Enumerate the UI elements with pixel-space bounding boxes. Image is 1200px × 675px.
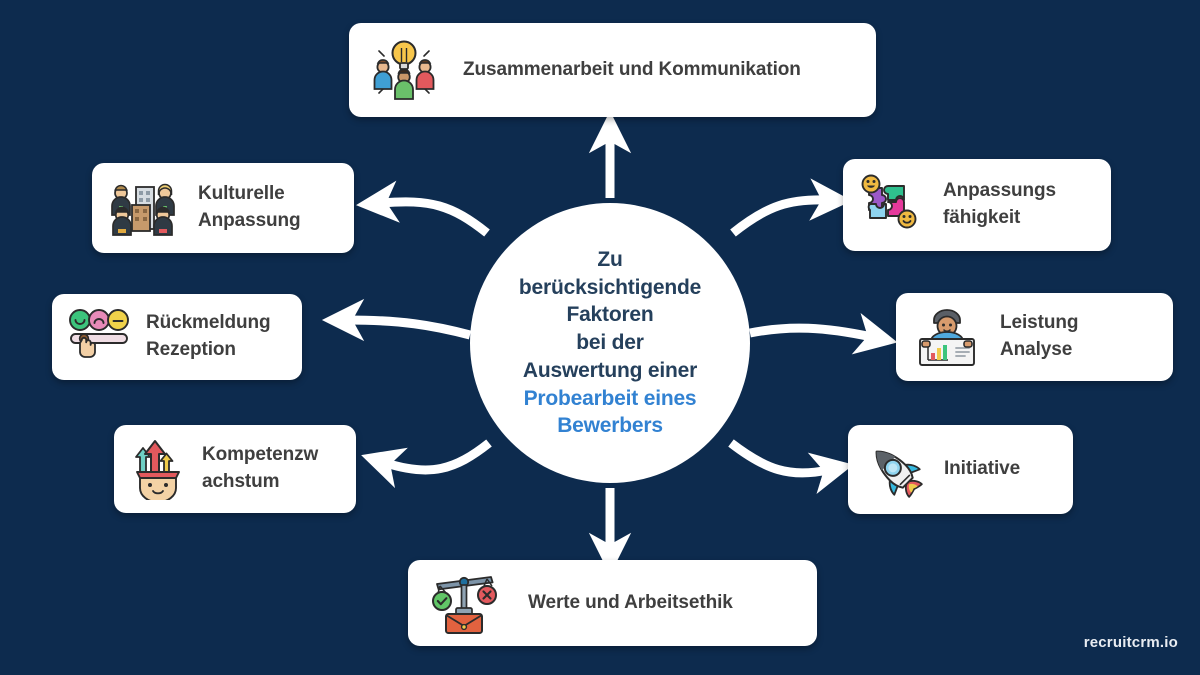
- card-adaptability-line2: fähigkeit: [943, 207, 1021, 228]
- center-line-7: Bewerbers: [557, 414, 663, 438]
- watermark-recruitcrm: recruitcrm.io: [1083, 634, 1178, 651]
- card-skill-growth-line2: achstum: [202, 471, 280, 492]
- card-cultural-fit-line2: Anpassung: [198, 210, 301, 231]
- center-line-2: berücksichtigende: [518, 275, 702, 299]
- balance-scale-briefcase-icon: [428, 570, 502, 636]
- center-line-3: Faktoren: [566, 303, 654, 327]
- arrow-up-left: [355, 180, 490, 237]
- card-skill-growth[interactable]: Kompetenzw achstum: [114, 425, 356, 513]
- center-line-1: Zu: [597, 247, 623, 271]
- arrow-left: [321, 298, 472, 342]
- card-values-work-ethic-label: Werte und Arbeitsethik: [528, 591, 733, 613]
- people-city-icon: [108, 177, 180, 239]
- card-initiative[interactable]: Initiative: [848, 425, 1073, 514]
- card-cultural-fit-line1: Kulturelle: [198, 183, 285, 205]
- arrow-down-right: [728, 439, 854, 495]
- card-initiative-label: Initiative: [944, 458, 1021, 480]
- card-collaboration-label: Zusammenarbeit und Kommunikation: [463, 58, 801, 80]
- card-feedback-reception-line1: Rückmeldung: [146, 312, 271, 334]
- card-skill-growth-label: Kompetenzw achstum: [202, 442, 318, 496]
- people-lightbulb-icon: [367, 37, 441, 103]
- card-performance-analysis-line2: Analyse: [1000, 339, 1073, 360]
- card-cultural-fit[interactable]: Kulturelle Anpassung: [92, 163, 354, 253]
- card-adaptability[interactable]: Anpassungs fähigkeit: [843, 159, 1111, 251]
- card-performance-analysis-label: Leistung Analyse: [1000, 310, 1078, 364]
- center-hub: Zu berücksichtigende Faktoren bei der Au…: [470, 203, 750, 483]
- arrow-down-left: [361, 439, 492, 489]
- rocket-icon: [864, 440, 926, 500]
- card-cultural-fit-label: Kulturelle Anpassung: [198, 181, 301, 235]
- card-values-work-ethic[interactable]: Werte und Arbeitsethik: [408, 560, 817, 646]
- arrow-right: [749, 312, 898, 355]
- feedback-slider-icon: [66, 307, 132, 367]
- center-line-4: bei der: [576, 331, 644, 355]
- card-adaptability-label: Anpassungs fähigkeit: [943, 178, 1056, 232]
- puzzle-smiley-icon: [859, 174, 925, 236]
- center-line-6: Probearbeit eines: [523, 386, 697, 410]
- card-collaboration[interactable]: Zusammenarbeit und Kommunikation: [349, 23, 876, 117]
- card-performance-analysis-line1: Leistung: [1000, 312, 1079, 334]
- card-performance-analysis[interactable]: Leistung Analyse: [896, 293, 1173, 381]
- center-line-5: Auswertung einer: [522, 358, 698, 382]
- head-growth-arrows-icon: [128, 438, 188, 500]
- card-skill-growth-line1: Kompetenzw: [202, 444, 319, 466]
- person-bar-chart-icon: [912, 307, 982, 367]
- card-feedback-reception-label: Rückmeldung Rezeption: [146, 310, 271, 364]
- card-feedback-reception-line2: Rezeption: [146, 339, 236, 360]
- card-feedback-reception[interactable]: Rückmeldung Rezeption: [52, 294, 302, 380]
- card-adaptability-line1: Anpassungs: [943, 180, 1057, 202]
- arrow-up-right: [730, 178, 853, 237]
